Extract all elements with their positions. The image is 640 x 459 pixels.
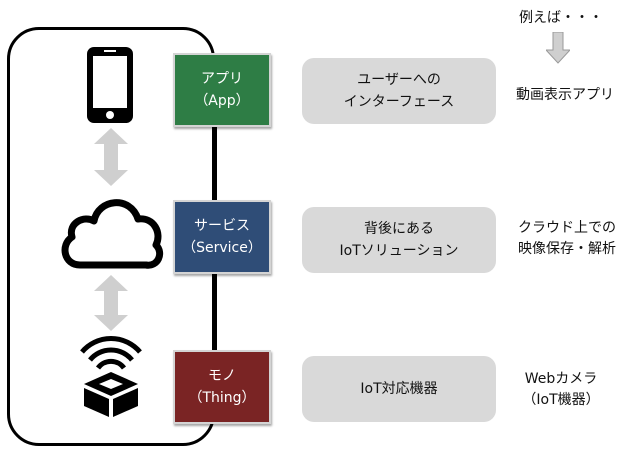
description-line: IoTソリューション	[339, 243, 459, 259]
description-app: ユーザーへの インターフェース	[302, 58, 496, 124]
cloud-icon	[61, 199, 164, 269]
description-service: 背後にある IoTソリューション	[302, 207, 496, 273]
iot-device-icon	[80, 336, 142, 417]
description-line: IoT対応機器	[360, 381, 438, 397]
double-arrow-icon	[94, 275, 128, 331]
description-line: インターフェース	[343, 94, 455, 110]
example-line: クラウド上での	[518, 220, 616, 236]
layer-box-app: アプリ （App）	[173, 53, 271, 127]
example-line: Webカメラ	[524, 371, 598, 387]
description-thing: IoT対応機器	[302, 356, 496, 422]
layer-label: モノ	[208, 368, 236, 384]
layer-box-service: サービス （Service）	[173, 200, 271, 274]
example-line: 動画表示アプリ	[516, 87, 614, 103]
layer-sublabel: （App）	[194, 93, 250, 109]
example-service: クラウド上での 映像保存・解析	[506, 218, 628, 260]
layer-sublabel: （Service）	[182, 240, 262, 256]
layer-sublabel: （Thing）	[188, 390, 256, 406]
description-line: 背後にある	[364, 221, 434, 237]
layer-box-thing: モノ （Thing）	[173, 350, 271, 424]
double-arrow-icon	[94, 128, 128, 186]
layer-label: サービス	[194, 218, 250, 234]
down-arrow-icon	[546, 32, 570, 64]
smartphone-icon	[87, 47, 133, 123]
description-line: ユーザーへの	[357, 72, 441, 88]
example-line: 映像保存・解析	[518, 241, 616, 257]
layer-label: アプリ	[201, 71, 243, 87]
example-line: （IoT機器）	[522, 392, 600, 408]
example-thing: Webカメラ （IoT機器）	[506, 369, 616, 411]
example-header: 例えば・・・	[519, 10, 603, 26]
example-app: 動画表示アプリ	[502, 85, 628, 106]
